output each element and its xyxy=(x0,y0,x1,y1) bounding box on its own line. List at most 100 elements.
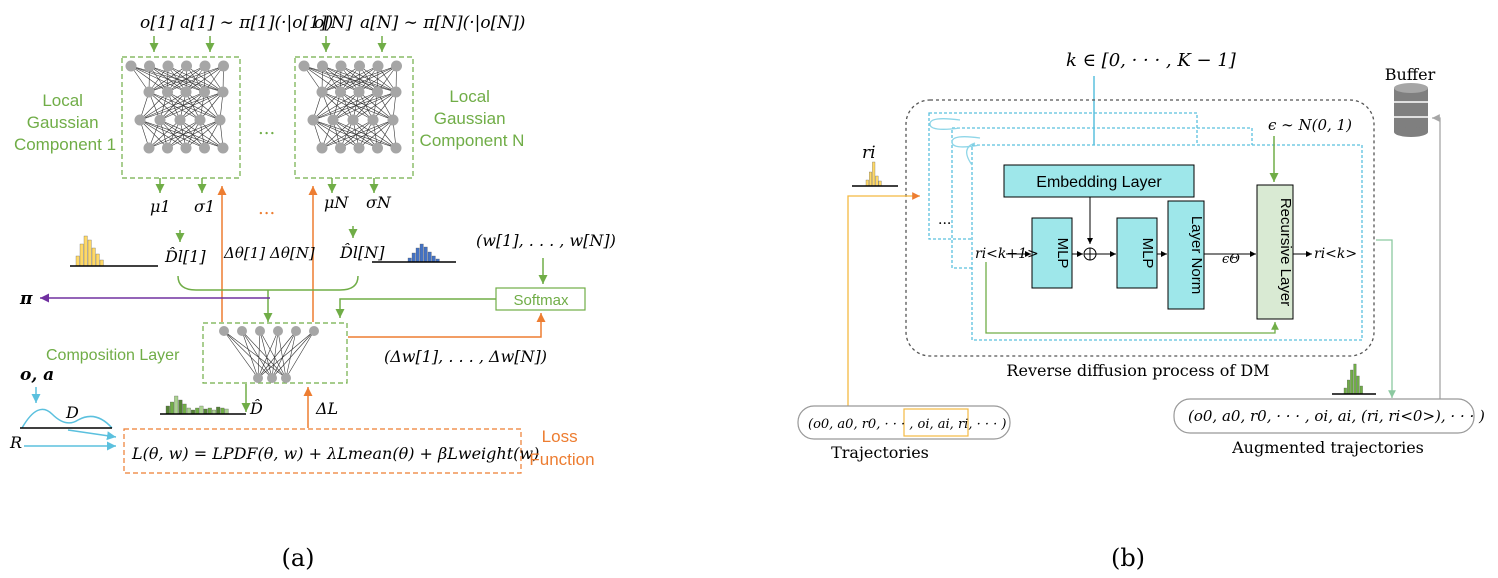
edge xyxy=(159,119,224,149)
edge xyxy=(148,65,224,93)
label-r-i: ri xyxy=(862,143,876,163)
recursive-layer-label: Recursive Layer xyxy=(1277,198,1294,306)
panel-b: k ∈ [0, · · · , K − 1] Reverse diffusion… xyxy=(797,50,1485,572)
trajectories-seq: (o0, a0, r0, · · · , oi, ai, ri, · · · ) xyxy=(808,417,1006,432)
label-epsilon: ϵ ∼ N(0, 1) xyxy=(1268,116,1352,134)
reverse-diffusion-label: Reverse diffusion process of DM xyxy=(1006,361,1269,380)
node xyxy=(199,142,210,154)
node xyxy=(214,114,226,126)
embedding-layer-box xyxy=(1003,164,1195,198)
label-delta-theta-n: Δθ[N] xyxy=(269,244,315,262)
edge xyxy=(312,119,378,149)
augmented-seq: (o0, a0, r0, · · · , oi, ai, (ri, ri<0>)… xyxy=(1188,407,1485,425)
label-dhat-1: D̂l[1] xyxy=(164,247,206,266)
edge xyxy=(340,91,394,121)
edge xyxy=(148,119,181,149)
edge xyxy=(332,119,360,149)
edge xyxy=(167,119,221,149)
edge xyxy=(139,91,224,121)
edge xyxy=(277,330,287,379)
edge xyxy=(159,91,224,121)
edge xyxy=(148,65,206,93)
node xyxy=(154,114,166,126)
trajectories-label: Trajectories xyxy=(831,443,929,462)
mlp2-label: MLP xyxy=(1139,238,1156,269)
edge xyxy=(257,330,279,379)
loss-box xyxy=(123,428,522,474)
reverse-diffusion-region xyxy=(905,99,1375,357)
node xyxy=(194,114,206,126)
layer-norm-box xyxy=(1167,200,1205,310)
hist-bar xyxy=(415,247,420,263)
arrow-augmented-to-buffer xyxy=(1432,114,1441,402)
edge xyxy=(159,119,187,149)
node xyxy=(267,373,277,383)
edge xyxy=(179,119,224,149)
edge xyxy=(167,91,221,121)
hist-bar xyxy=(423,246,428,263)
label-delta-w: (Δw[1], . . . , Δw[N]) xyxy=(384,347,547,366)
label-muN: μN xyxy=(324,193,349,212)
edge xyxy=(372,119,397,149)
edge xyxy=(167,65,224,93)
recursive-layer-box xyxy=(1256,184,1294,320)
edge xyxy=(139,119,224,149)
node xyxy=(255,326,265,336)
merge-bracket xyxy=(177,275,359,291)
edge xyxy=(179,91,224,121)
edge xyxy=(148,65,187,93)
loss-function-label: Loss Function xyxy=(529,427,594,469)
edge xyxy=(321,91,374,121)
label-dhat-n: D̂l[N] xyxy=(339,243,385,262)
node xyxy=(354,60,365,72)
edge xyxy=(312,91,397,121)
node xyxy=(180,86,192,98)
edge xyxy=(312,91,360,121)
node xyxy=(180,142,192,154)
loss-equation: L(θ, w) = LPDF(θ, w) + λLmean(θ) + βLwei… xyxy=(131,444,539,463)
label-d: D xyxy=(65,403,79,422)
edge xyxy=(167,91,201,121)
edge xyxy=(241,330,273,379)
edge xyxy=(352,119,378,149)
histogram-yellow xyxy=(70,235,158,267)
edge xyxy=(148,91,181,121)
edge xyxy=(259,330,273,379)
hist-bar xyxy=(195,407,200,415)
node xyxy=(372,142,383,154)
edge xyxy=(285,330,297,379)
mlp1-box xyxy=(1031,217,1073,289)
node xyxy=(327,114,339,126)
edge xyxy=(139,91,187,121)
node xyxy=(219,326,229,336)
edge xyxy=(340,119,394,149)
edge xyxy=(352,91,378,121)
hist-bar xyxy=(165,405,170,415)
edge xyxy=(179,119,205,149)
edge xyxy=(139,91,205,121)
node xyxy=(143,86,155,98)
histogram-augmented xyxy=(1332,363,1376,395)
edge xyxy=(223,330,273,379)
hist-bar xyxy=(1356,375,1360,395)
edge xyxy=(372,91,397,121)
composition-layer-box xyxy=(202,322,348,384)
local-component-n-label: Local Gaussian Component N xyxy=(420,87,525,150)
local-component-1-box xyxy=(121,56,241,179)
hist-bar xyxy=(431,255,436,263)
edge xyxy=(332,119,397,149)
edge xyxy=(148,119,221,149)
node xyxy=(217,142,229,154)
edge xyxy=(321,91,354,121)
hist-bar xyxy=(872,161,876,187)
local-component-1-label: Local Gaussian Component 1 xyxy=(14,91,116,154)
label-a1: a[1] ∼ π[1](·|o[1]) xyxy=(180,13,333,33)
hist-bar xyxy=(1353,363,1357,395)
node xyxy=(217,86,229,98)
hist-bar xyxy=(99,259,104,267)
node xyxy=(367,114,379,126)
augmented-label: Augmented trajectories xyxy=(1231,438,1424,457)
arrow-softmax-to-composition xyxy=(335,298,496,318)
mlp1-label: MLP xyxy=(1054,238,1071,269)
loop-curve-1 xyxy=(966,142,976,166)
